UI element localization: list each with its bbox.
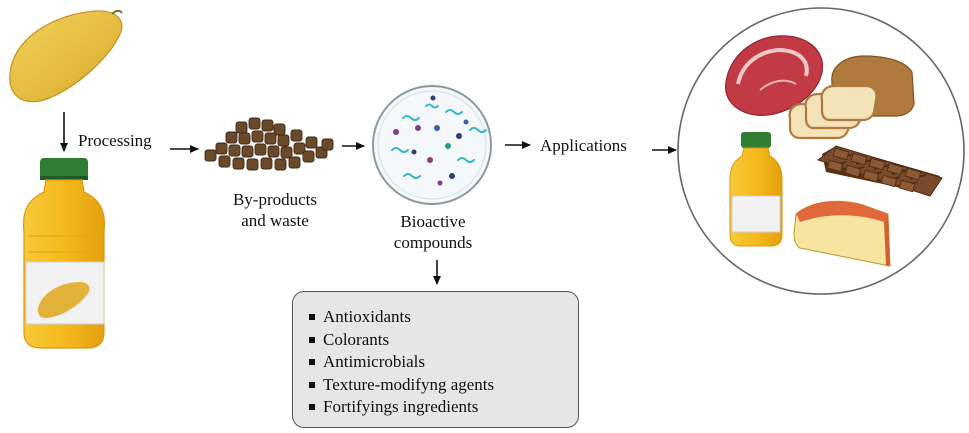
chocolate-icon — [816, 145, 943, 197]
bioactive-label-line2: compounds — [393, 233, 473, 252]
cheese-icon — [793, 200, 891, 267]
small-juice-bottle-icon — [729, 132, 783, 247]
byproducts-label: By-products and waste — [214, 189, 336, 231]
meat-icon — [725, 35, 824, 116]
petri-dish-icon — [372, 85, 492, 205]
bioactive-label: Bioactive compounds — [368, 211, 498, 253]
bioactive-label-line1: Bioactive — [400, 212, 466, 231]
compound-label: Antimicrobials — [323, 352, 425, 371]
applications-label: Applications — [540, 136, 627, 155]
bullet-icon — [309, 336, 315, 343]
compound-label: Antioxidants — [323, 307, 411, 326]
compound-list: Antioxidants Colorants Antimicrobials Te… — [293, 292, 578, 419]
mango-icon — [9, 9, 123, 103]
compound-label: Colorants — [323, 329, 390, 349]
compound-label: Fortifyings ingredients — [323, 397, 479, 416]
byproducts-label-line2: and waste — [241, 211, 309, 230]
bread-icon — [788, 55, 915, 140]
bullet-icon — [309, 314, 315, 321]
pellets-icon — [204, 117, 334, 171]
bullet-icon — [309, 359, 315, 366]
list-item: Texture-modifyng agents — [309, 374, 578, 397]
byproducts-label-line1: By-products — [232, 190, 318, 209]
list-item: Antimicrobials — [309, 351, 578, 374]
list-item: Antioxidants — [309, 306, 578, 329]
list-item: Colorants — [309, 329, 578, 352]
compound-list-box: Antioxidants Colorants Antimicrobials Te… — [292, 291, 579, 428]
juice-bottle-icon — [22, 158, 106, 349]
list-item: Fortifyings ingredients — [309, 396, 578, 419]
compound-label: Texture-modifyng agents — [323, 374, 495, 394]
bullet-icon — [309, 404, 315, 411]
bullet-icon — [309, 381, 315, 388]
processing-label: Processing — [78, 131, 152, 150]
